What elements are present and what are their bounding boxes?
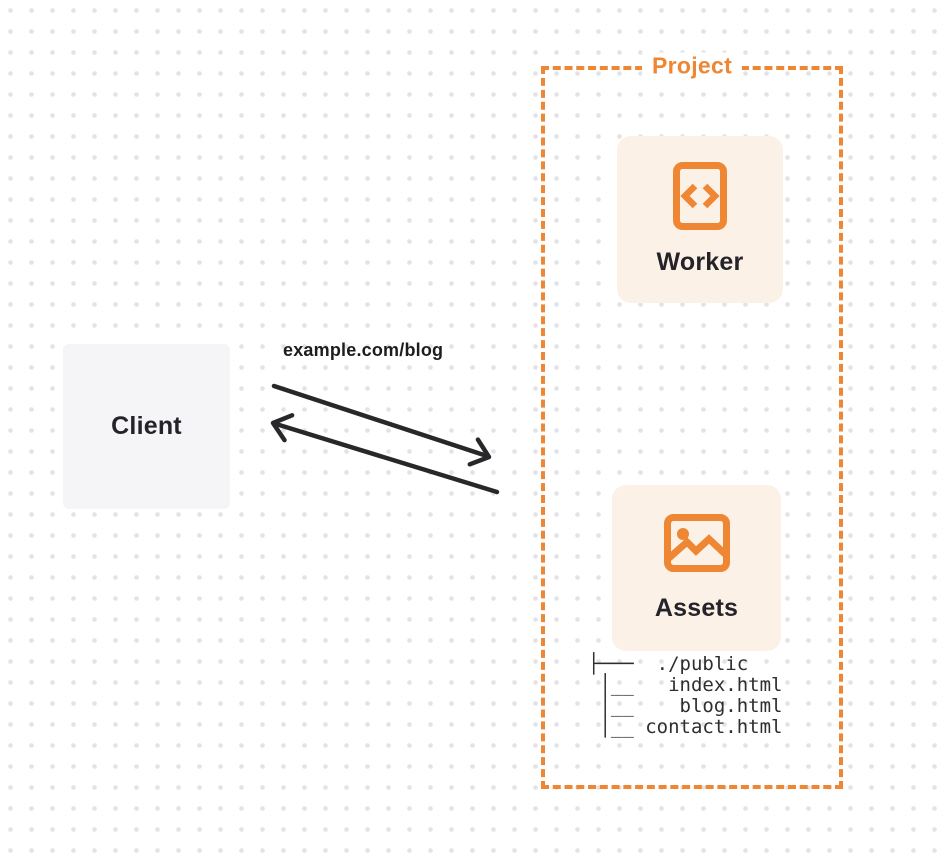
image-icon [663, 513, 730, 572]
request-arrow-line [271, 383, 490, 459]
request-url-label: example.com/blog [283, 340, 444, 360]
assets-file-tree: ├─── ./public │__ index.html │__ blog.ht… [588, 653, 783, 738]
project-container: Project Worker Assets ├─── ./public │__ … [541, 52, 843, 789]
response-arrowhead-icon [270, 413, 295, 443]
assets-label: Assets [654, 593, 739, 622]
project-label: Project [641, 52, 743, 80]
code-document-icon [673, 162, 727, 230]
client-label: Client [111, 412, 182, 440]
worker-card: Worker [617, 136, 783, 303]
request-arrowhead-icon [467, 437, 492, 467]
worker-label: Worker [656, 248, 744, 276]
assets-card: Assets [612, 485, 781, 651]
response-arrow-line [273, 421, 500, 495]
client-box: Client [63, 344, 230, 509]
